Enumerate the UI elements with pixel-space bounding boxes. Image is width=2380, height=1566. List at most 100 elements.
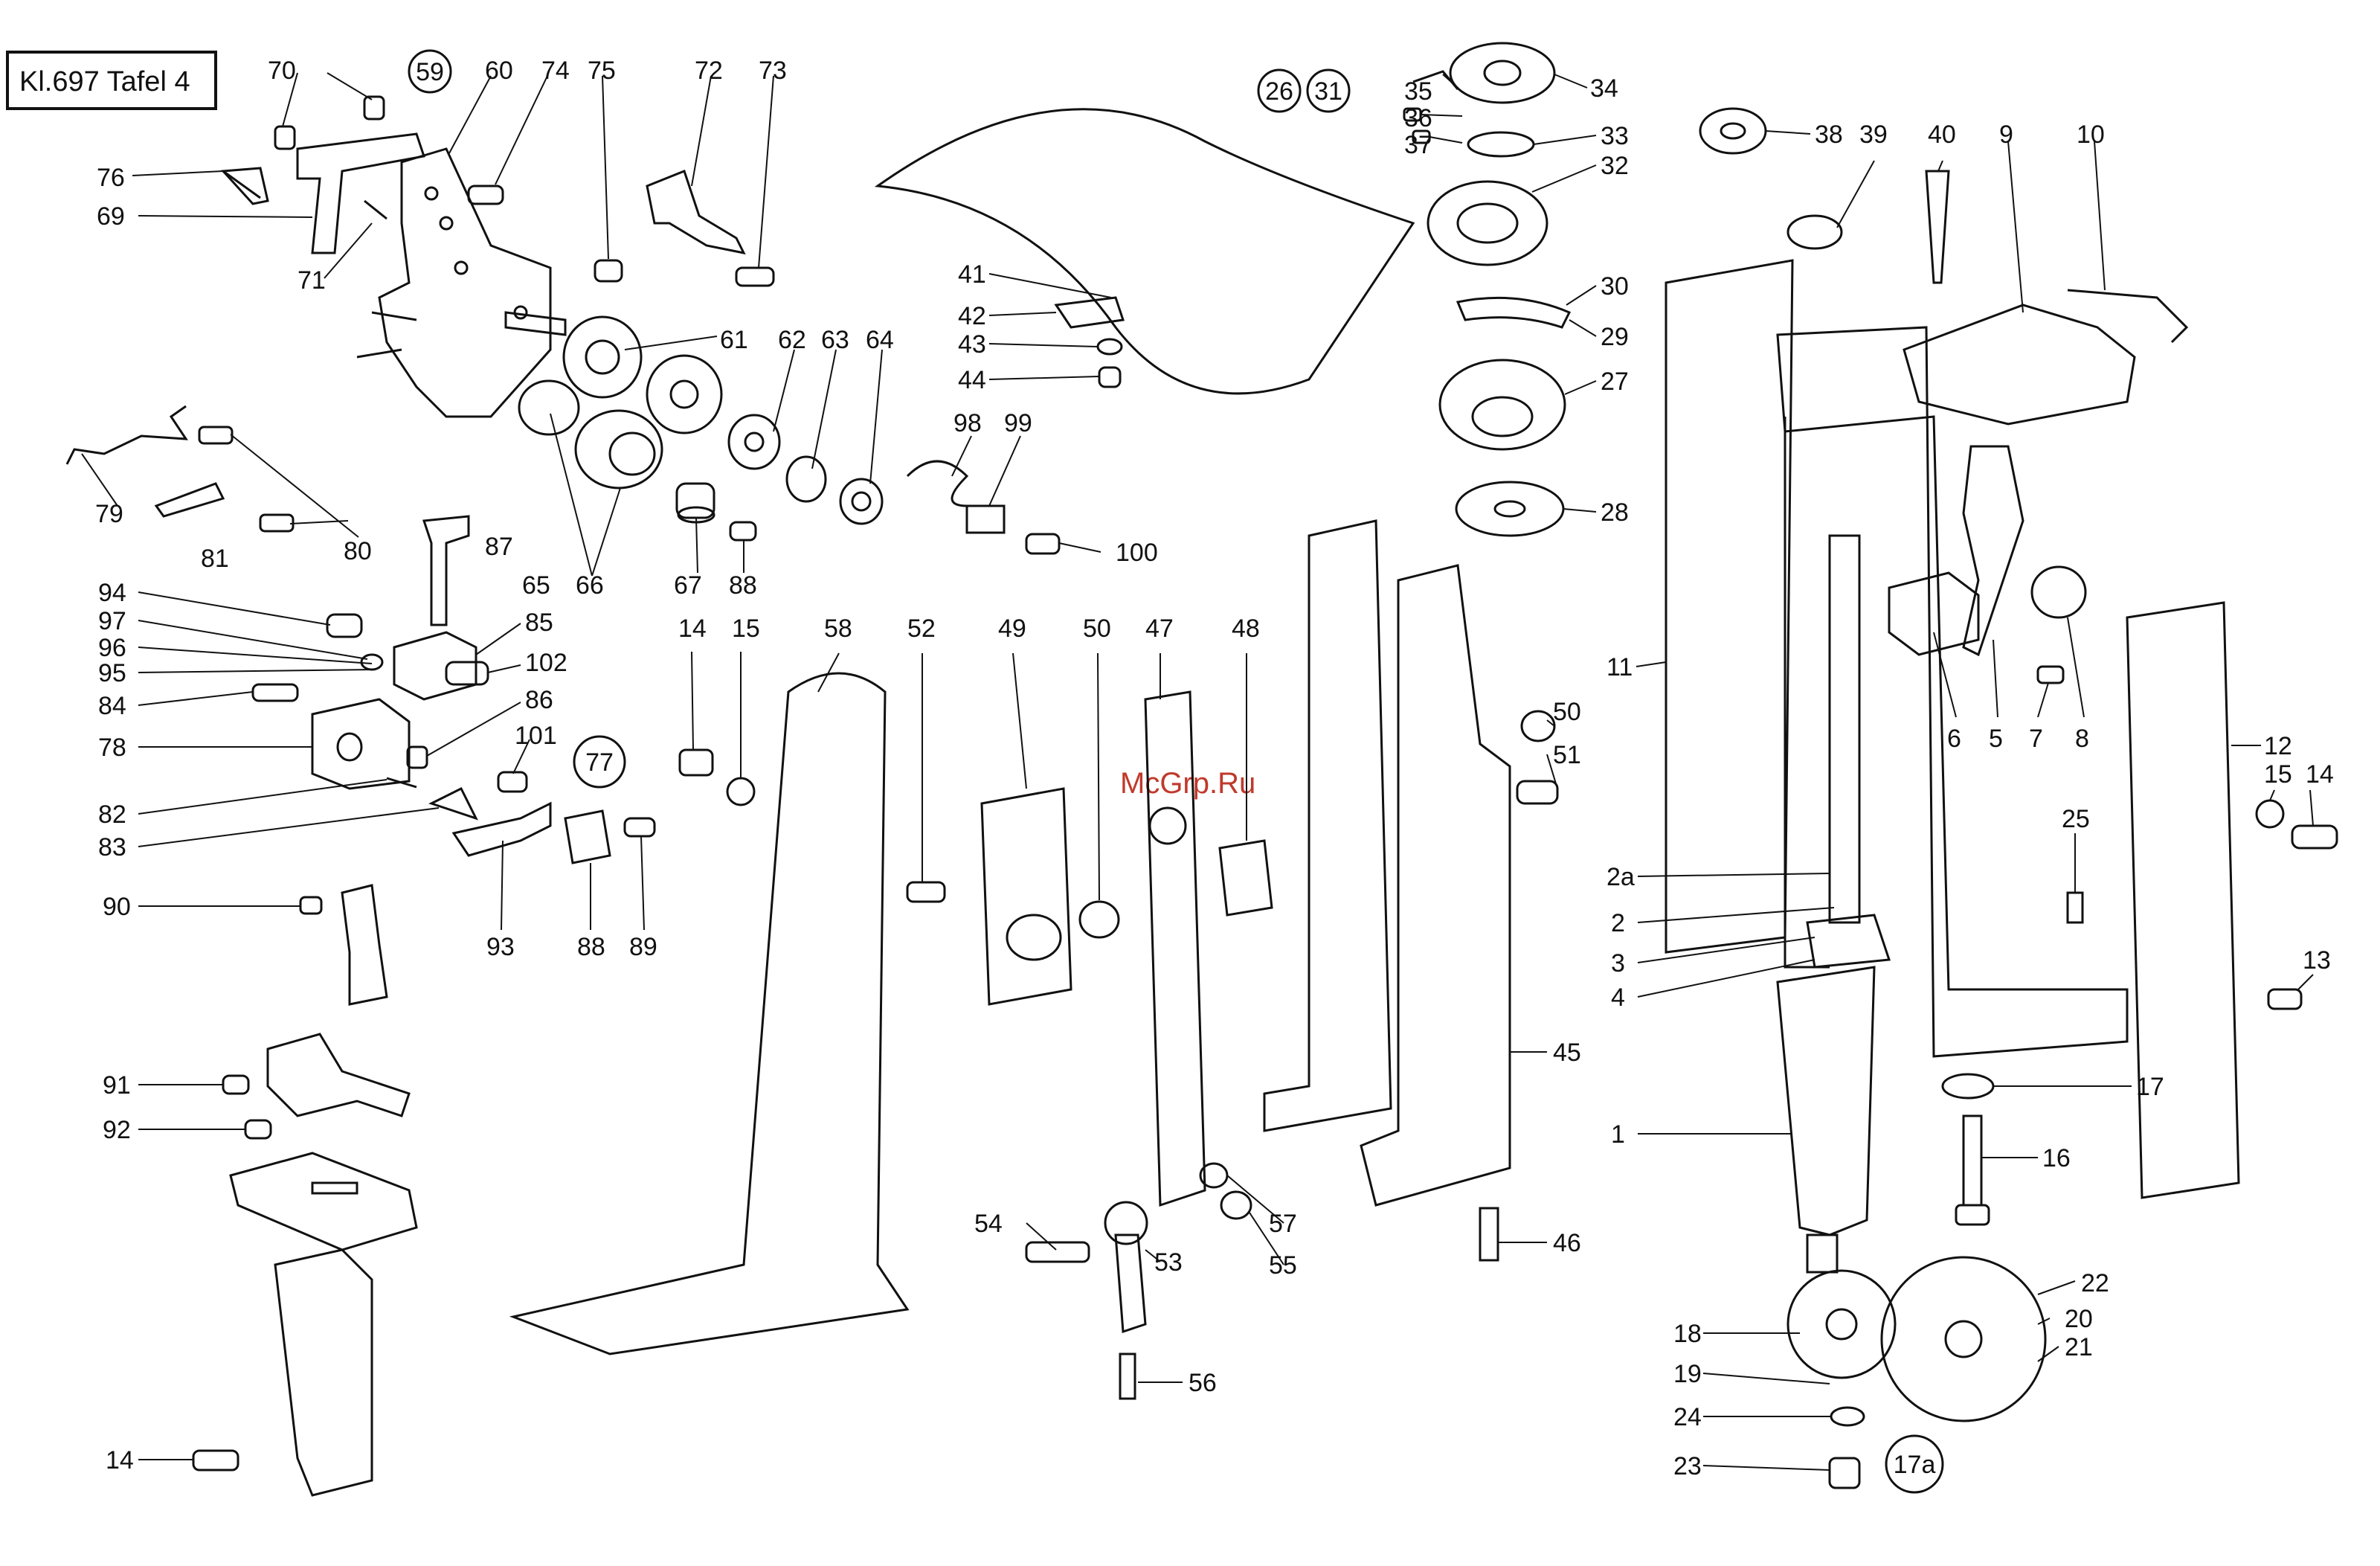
- screw-74: [467, 184, 504, 205]
- bobbin-28: [1455, 481, 1565, 537]
- sleeve-102: [445, 661, 489, 686]
- gear-18: [1786, 1269, 1897, 1379]
- callout: 20: [2065, 1305, 2093, 1333]
- spring-63: [785, 455, 827, 503]
- callout: 101: [515, 722, 557, 750]
- callout: 70: [268, 57, 296, 85]
- callout: 5: [1989, 725, 2003, 753]
- pin-56: [1119, 1352, 1136, 1400]
- column-1: [1776, 966, 1876, 1274]
- plate-11: [1665, 259, 1794, 954]
- needle-bar-2: [1828, 534, 1861, 924]
- bobbin-38: [1699, 107, 1767, 155]
- callout: 21: [2065, 1333, 2093, 1361]
- group-ref-77: 77: [573, 735, 626, 789]
- callout: 9: [1999, 121, 2013, 149]
- svg-text:77: 77: [585, 748, 614, 777]
- spring-clip-81: [154, 482, 225, 518]
- washer-96-97: [360, 653, 384, 671]
- bushing-66: [574, 409, 663, 490]
- callout: 54: [974, 1210, 1003, 1238]
- callout: 25: [2062, 805, 2090, 833]
- clamp-3: [1806, 914, 1891, 969]
- svg-text:59: 59: [416, 58, 444, 86]
- svg-text:17a: 17a: [1894, 1451, 1936, 1479]
- block-88: [564, 809, 611, 864]
- callout: 29: [1601, 323, 1629, 351]
- callout: 10: [2077, 121, 2105, 149]
- lever-69: [296, 132, 425, 254]
- callout: 2a: [1606, 863, 1635, 891]
- washer-15-left: [726, 777, 756, 806]
- hook-27: [1438, 359, 1566, 451]
- arm-cover-9: [1903, 304, 2136, 426]
- callout: 14: [106, 1446, 134, 1474]
- knob-64: [839, 478, 884, 525]
- callout: 40: [1928, 121, 1956, 149]
- feed-dog-91: [266, 1033, 411, 1117]
- block-6: [1888, 571, 1980, 656]
- callout: 30: [1601, 272, 1629, 301]
- callout: 67: [674, 571, 702, 600]
- rod-76: [220, 167, 269, 205]
- callout: 74: [541, 57, 570, 85]
- svg-text:31: 31: [1314, 77, 1342, 106]
- callout: 43: [958, 330, 986, 359]
- latch-42: [1054, 296, 1125, 329]
- pin-71: [364, 199, 387, 220]
- callout: 86: [525, 686, 553, 714]
- callout: 98: [953, 409, 982, 437]
- lever-87: [422, 515, 470, 626]
- screw-52: [906, 881, 946, 903]
- callout: 22: [2081, 1269, 2109, 1297]
- disc-62: [646, 354, 723, 434]
- sleeve-67: [675, 482, 715, 524]
- callout: 102: [525, 649, 567, 677]
- sleeve-94: [326, 613, 363, 638]
- callout: 95: [98, 659, 126, 687]
- callout: 27: [1601, 368, 1629, 396]
- washer-39: [1786, 214, 1843, 250]
- small-screw-70-pair: [274, 95, 385, 150]
- callout: 1: [1611, 1120, 1625, 1149]
- callout: 17: [2136, 1073, 2164, 1101]
- callout: 84: [98, 692, 126, 720]
- callout: 89: [629, 933, 657, 961]
- plate-58: [509, 672, 910, 1355]
- callout: 12: [2264, 732, 2292, 760]
- callout: 78: [98, 734, 126, 762]
- callout: 100: [1116, 539, 1158, 567]
- screw-75: [594, 259, 623, 283]
- plate-12: [2126, 601, 2240, 1199]
- presser-foot-90: [299, 884, 388, 1006]
- knob-8: [2030, 565, 2087, 619]
- slide-48: [1218, 839, 1273, 917]
- callout: 63: [821, 326, 849, 354]
- callout: 85: [525, 609, 553, 637]
- pin-25: [2066, 891, 2084, 924]
- screw-101: [497, 771, 528, 793]
- nut-50-left: [1078, 900, 1120, 939]
- callout: 47: [1145, 614, 1174, 643]
- bolt-16: [1955, 1114, 1990, 1226]
- callout: 96: [98, 634, 126, 662]
- callout: 33: [1601, 122, 1629, 150]
- callout: 50: [1553, 698, 1581, 726]
- callout: 2: [1611, 909, 1625, 937]
- callout: 36: [1404, 104, 1432, 132]
- nut-50-right: [1520, 710, 1556, 742]
- callout: 57: [1269, 1210, 1297, 1238]
- disc-61: [562, 315, 643, 399]
- callout: 81: [201, 545, 229, 573]
- svg-text:26: 26: [1265, 77, 1293, 106]
- callout: 44: [958, 366, 986, 394]
- callout: 4: [1611, 983, 1625, 1012]
- screw-54: [1025, 1241, 1090, 1263]
- callout: 66: [576, 571, 604, 600]
- spring-98: [906, 460, 969, 507]
- callout: 28: [1601, 498, 1629, 527]
- callout-labels: 76 69 70 60 74 75 72 73 71 61 62 63 64 7…: [95, 57, 2334, 1480]
- callout: 14: [678, 614, 707, 643]
- washer-33: [1467, 131, 1535, 158]
- screw-84: [251, 683, 299, 702]
